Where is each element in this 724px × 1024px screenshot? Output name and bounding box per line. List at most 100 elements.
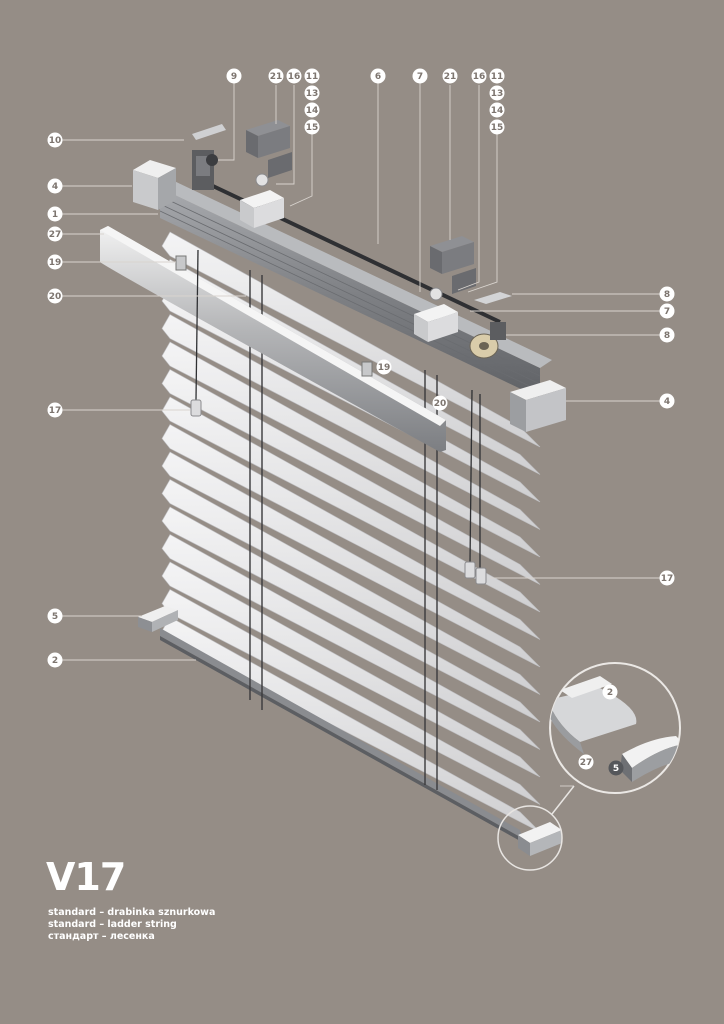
callout-right-4: 4: [659, 393, 675, 409]
slat: [161, 341, 541, 558]
callout-top_a-15: 15: [304, 119, 320, 135]
callout-top_b-21: 21: [442, 68, 458, 84]
bottom-end-cap-left: [138, 606, 178, 632]
callout-number: 27: [49, 230, 62, 240]
valance-clip-right: [361, 361, 373, 377]
callout-number: 7: [417, 72, 423, 82]
callout-number: 16: [288, 72, 301, 82]
callout-left-4: 4: [47, 178, 63, 194]
callout-number: 7: [664, 307, 670, 317]
leader-lines: [62, 83, 660, 787]
slat: [161, 561, 541, 778]
callout-number: 4: [52, 182, 58, 192]
callout-number: 21: [270, 72, 283, 82]
callout-right-7: 7: [659, 303, 675, 319]
callout-number: 14: [491, 106, 504, 116]
mounting-bracket-left: [246, 120, 292, 178]
head-end-cap-right: [510, 380, 566, 432]
callout-number: 1: [52, 210, 58, 220]
callout-number: 27: [580, 758, 593, 768]
callout-top_a-9: 9: [226, 68, 242, 84]
slat: [161, 369, 541, 585]
callout-number: 17: [661, 574, 674, 584]
product-captions: standard – drabinka sznurkowa standard –…: [48, 907, 215, 943]
callout-left-19: 19: [47, 254, 63, 270]
valance: [100, 226, 446, 452]
callout-number: 21: [444, 72, 457, 82]
callout-number: 16: [473, 72, 486, 82]
tilt-mechanism: [192, 124, 226, 190]
slat: [161, 396, 541, 613]
callout-number: 2: [52, 656, 58, 666]
callout-number: 17: [49, 406, 62, 416]
callout-top_a-11: 11: [304, 68, 320, 84]
callout-detail-5: 5: [608, 760, 624, 776]
slat: [161, 451, 541, 668]
callout-number: 19: [378, 363, 391, 373]
callout-right-8: 8: [659, 327, 675, 343]
slat: [161, 616, 541, 833]
mounting-bracket-right: [430, 236, 476, 294]
callout-top_a-14: 14: [304, 102, 320, 118]
callout-number: 11: [306, 72, 319, 82]
slat: [161, 479, 541, 695]
cord-tassel-left: [190, 399, 202, 417]
slat: [161, 424, 541, 640]
callout-number: 15: [306, 123, 319, 133]
lift-cords: [195, 249, 481, 568]
callout-top_b-7: 7: [412, 68, 428, 84]
callout-top_b-14: 14: [489, 102, 505, 118]
callout-number: 6: [375, 72, 381, 82]
callout-number: 4: [664, 397, 670, 407]
callout-number: 11: [491, 72, 504, 82]
model-name: V17: [46, 855, 126, 899]
callout-number: 13: [491, 89, 504, 99]
callout-left-27: 27: [47, 226, 63, 242]
callout-left-20: 20: [47, 288, 63, 304]
callout-top_b-16: 16: [471, 68, 487, 84]
caption-english: standard – ladder string: [48, 919, 177, 930]
slat: [161, 534, 541, 750]
head-end-cap-left: [133, 160, 176, 210]
callout-top_b-11: 11: [489, 68, 505, 84]
callout-number: 10: [49, 136, 62, 146]
callout-left-2: 2: [47, 652, 63, 668]
callout-inline-20: 20: [432, 395, 448, 411]
callout-detail-2: 2: [602, 684, 618, 700]
callout-left-1: 1: [47, 206, 63, 222]
callout-detail-27: 27: [578, 754, 594, 770]
callout-number: 9: [231, 72, 237, 82]
callout-left-17: 17: [47, 402, 63, 418]
callout-number: 14: [306, 106, 319, 116]
callout-top_b-13: 13: [489, 85, 505, 101]
callout-left-10: 10: [47, 132, 63, 148]
callout-number: 20: [49, 292, 62, 302]
callout-number: 20: [434, 399, 447, 409]
cord-guide-left: [240, 173, 284, 228]
callout-number: 5: [52, 612, 58, 622]
callout-right-8: 8: [659, 286, 675, 302]
callout-number: 15: [491, 123, 504, 133]
callout-number: 19: [49, 258, 62, 268]
bottom-end-cap-right: [518, 822, 562, 856]
callout-number: 5: [613, 764, 619, 774]
callout-number: 8: [664, 290, 670, 300]
callout-left-5: 5: [47, 608, 63, 624]
callout-top_a-16: 16: [286, 68, 302, 84]
valance-clip-left: [175, 255, 187, 271]
callout-top_a-6: 6: [370, 68, 386, 84]
cord-tassels-right: [464, 561, 487, 585]
callout-inline-19: 19: [376, 359, 392, 375]
callout-number: 13: [306, 89, 319, 99]
cord-guide-right: [414, 287, 458, 342]
slat: [161, 231, 541, 448]
slat: [161, 314, 541, 530]
bracket-clip: [474, 292, 512, 304]
callout-top_a-13: 13: [304, 85, 320, 101]
callout-top_b-15: 15: [489, 119, 505, 135]
callout-top_a-21: 21: [268, 68, 284, 84]
slat: [161, 506, 541, 723]
caption-polish: standard – drabinka sznurkowa: [48, 907, 216, 918]
